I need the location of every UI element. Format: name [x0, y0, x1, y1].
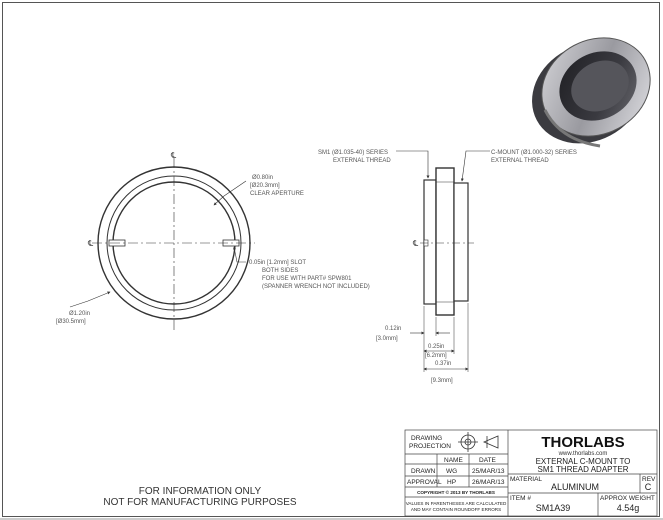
flange-section	[435, 167, 455, 316]
sm1-leader	[396, 150, 430, 179]
rev-label: REV	[642, 476, 656, 483]
isometric-render	[532, 37, 651, 148]
approval-date: 26/MAR/13	[472, 479, 505, 486]
dim-a-mm: [3.0mm]	[376, 336, 398, 342]
outer-diameter-leader	[69, 291, 111, 308]
disclaimer-line2: NOT FOR MANUFACTURING PURPOSES	[103, 497, 296, 508]
values-note-2: AND MAY CONTAIN ROUNDOFF ERRORS	[411, 507, 501, 512]
approval-name: HP	[447, 479, 456, 486]
slot-leader	[233, 246, 246, 263]
sm1-thread-callout: SM1 (Ø1.035-40) SERIES EXTERNAL THREAD	[318, 150, 391, 164]
title-block	[404, 429, 658, 517]
dimension-c: 0.37in [9.3mm]	[431, 361, 453, 384]
dim-a-inch: 0.12in	[385, 326, 401, 332]
projection-label-1: DRAWING	[411, 435, 442, 442]
drawn-date: 25/MAR/13	[472, 468, 505, 475]
centerline-mark-left: ℄	[87, 239, 94, 248]
dimension-a: 0.12in [3.0mm]	[376, 326, 401, 342]
dim-c-mm: [9.3mm]	[431, 378, 453, 384]
aperture-mm: [Ø20.3mm]	[250, 183, 280, 189]
col-name: NAME	[444, 457, 463, 464]
aperture-inch: Ø0.80in	[252, 175, 273, 181]
item-label: ITEM #	[510, 495, 531, 502]
dim-b-inch: 0.25in	[428, 344, 444, 350]
centerline-mark-side: ℄	[412, 239, 419, 248]
slot-sides: BOTH SIDES	[262, 268, 298, 274]
values-note-1: VALUES IN PARENTHESES ARE CALCULATED	[406, 501, 507, 506]
website: www.thorlabs.com	[558, 451, 608, 457]
dimension-b: 0.25in [6.2mm]	[425, 344, 447, 359]
part-title-line2: SM1 THREAD ADAPTER	[538, 465, 629, 474]
weight-label: APPROX WEIGHT	[600, 495, 655, 502]
aperture-label: CLEAR APERTURE	[250, 191, 304, 197]
aperture-leader	[213, 180, 247, 206]
cmount-thread-callout: C-MOUNT (Ø1.000-32) SERIES EXTERNAL THRE…	[491, 150, 577, 164]
copyright: COPYRIGHT © 2013 BY THORLABS	[417, 489, 495, 495]
title-block-text: DRAWING PROJECTION THORLABS www.thorlabs…	[406, 434, 656, 513]
outer-diameter-callout: Ø1.20in [Ø30.5mm]	[56, 311, 90, 325]
cmount-leader	[460, 150, 490, 182]
side-view	[396, 150, 490, 372]
slot-wrench: (SPANNER WRENCH NOT INCLUDED)	[262, 284, 370, 290]
dim-b-mm: [6.2mm]	[425, 353, 447, 359]
material-value: ALUMINUM	[551, 482, 599, 492]
slot-size: 0.05in [1.2mm] SLOT	[249, 260, 306, 266]
front-view	[69, 158, 255, 330]
item-value: SM1A39	[536, 503, 571, 513]
approval-label: APPROVAL	[407, 479, 442, 486]
aperture-callout: Ø0.80in [Ø20.3mm] CLEAR APERTURE	[250, 175, 304, 197]
centerline-mark-top: ℄	[170, 151, 177, 160]
outer-diameter-inch: Ø1.20in	[69, 311, 90, 317]
part-title-line1: EXTERNAL C-MOUNT TO	[536, 457, 631, 466]
projection-label-2: PROJECTION	[409, 443, 451, 450]
disclaimer-line1: FOR INFORMATION ONLY	[139, 486, 262, 497]
dim-c-inch: 0.37in	[435, 361, 451, 367]
sm1-thread-type: EXTERNAL THREAD	[333, 158, 391, 164]
weight-value: 4.54g	[617, 503, 640, 513]
material-label: MATERIAL	[510, 476, 542, 483]
drawn-name: WG	[446, 468, 457, 475]
cmount-thread-spec: C-MOUNT (Ø1.000-32) SERIES	[491, 150, 577, 156]
slot-part: FOR USE WITH PART# SPW801	[262, 276, 352, 282]
projection-symbol	[458, 432, 499, 452]
rev-value: C	[645, 482, 652, 492]
thorlabs-logo: THORLABS	[541, 434, 624, 451]
cmount-thread-section	[453, 182, 469, 302]
outer-diameter-mm: [Ø30.5mm]	[56, 319, 86, 325]
slot-callout: 0.05in [1.2mm] SLOT BOTH SIDES FOR USE W…	[249, 260, 370, 290]
col-date: DATE	[479, 457, 497, 464]
sm1-thread-spec: SM1 (Ø1.035-40) SERIES	[318, 150, 388, 156]
cmount-thread-type: EXTERNAL THREAD	[491, 158, 549, 164]
drawn-label: DRAWN	[411, 468, 436, 475]
